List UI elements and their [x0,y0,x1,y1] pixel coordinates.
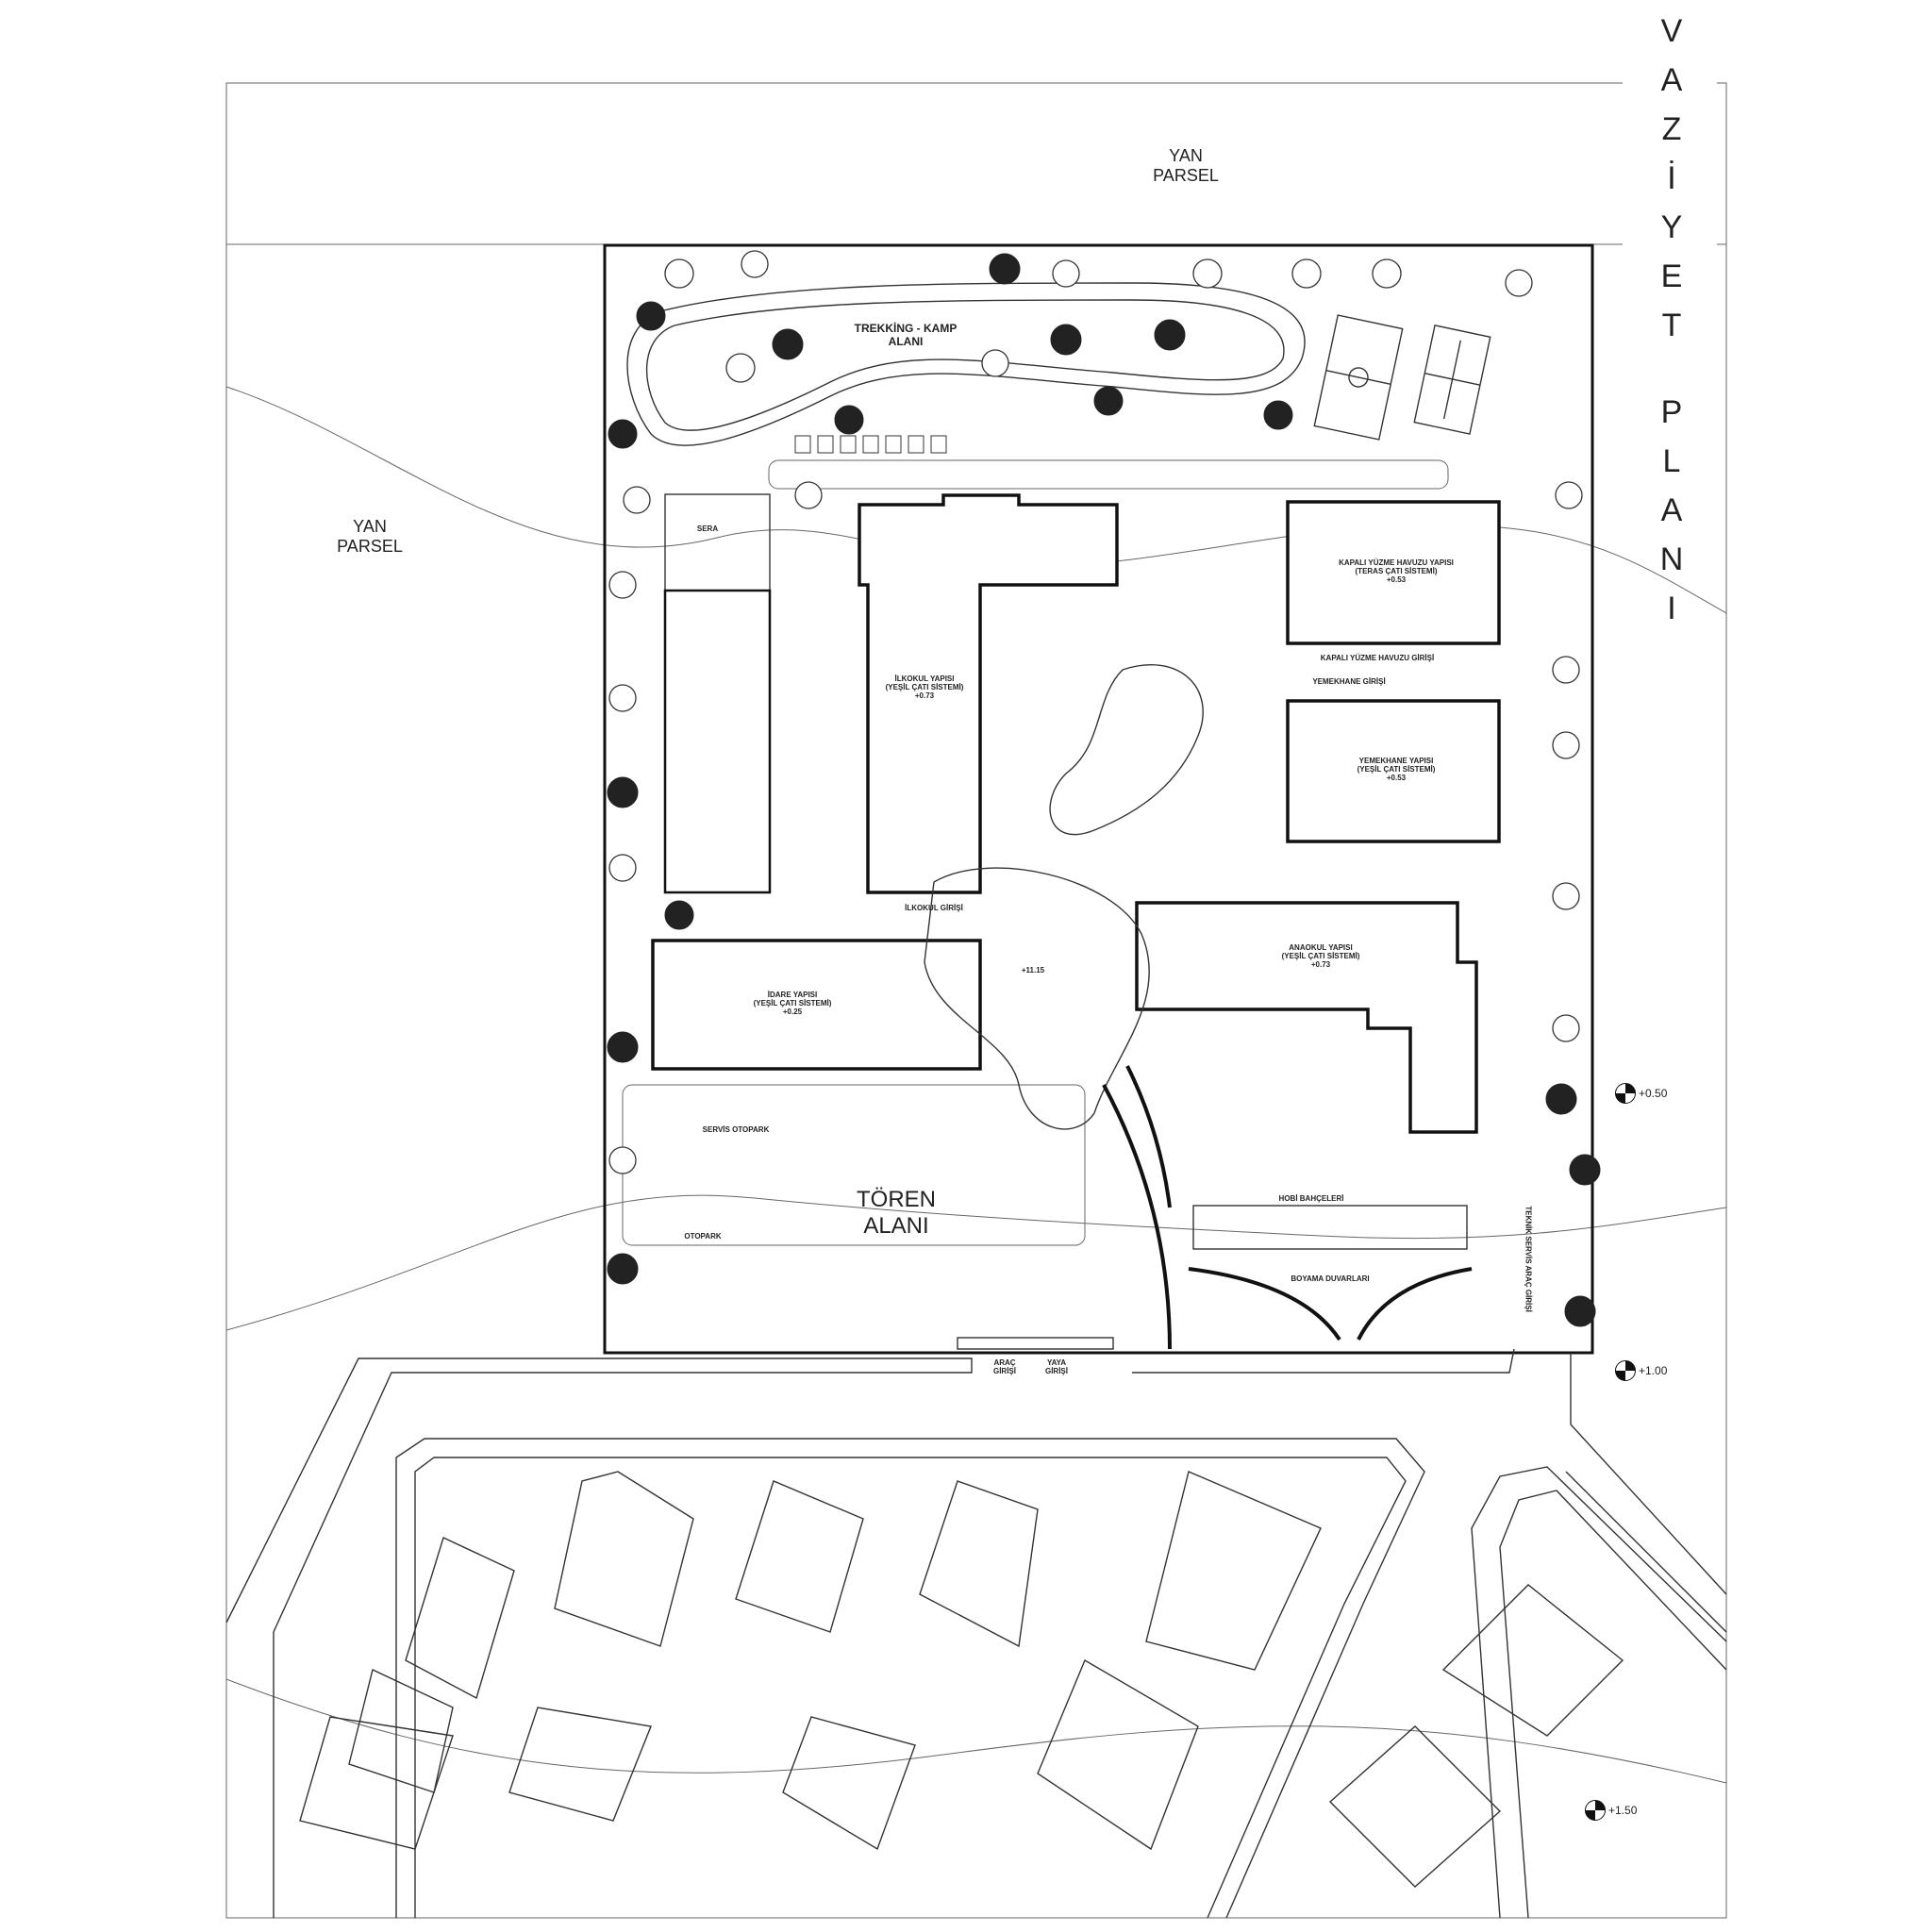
title-letter: I [1667,591,1676,626]
idare-building [651,939,982,1071]
label: YEMEKHANE YAPISI [1358,757,1434,765]
elevation-icon [1615,1360,1636,1381]
label: KAPALI YÜZME HAVUZU YAPISI [1339,558,1454,567]
entrance-gate [957,1337,1114,1350]
camp-tents [794,435,947,454]
label: ANAOKUL YAPISI [1289,943,1353,952]
elevation: +0.73 [1310,960,1331,970]
dining-entrance-label: YEMEKHANE GİRİŞİ [1312,677,1386,686]
trekking-path [626,282,1306,446]
anaokul-building [1135,901,1478,1134]
drawing-title: V A Z İ Y E T P L A N I [1653,13,1690,640]
title-letter: L [1662,443,1681,479]
title-letter: P [1660,394,1683,430]
contour-line [225,1678,1727,1784]
label: TÖREN [857,1187,936,1212]
title-letter: İ [1667,160,1676,196]
label: (YEŞİL ÇATI SİSTEMİ) [1357,765,1436,774]
ilkokul-label: İLKOKUL YAPISI (YEŞİL ÇATI SİSTEMİ) +0.7… [868,675,981,701]
title-letter: A [1660,492,1683,528]
plaza-outline [924,867,1150,1130]
painting-walls-label: BOYAMA DUVARLARI [1291,1274,1370,1283]
pedestrian-entrance-label: YAYA GİRİŞİ [1044,1358,1068,1376]
title-letter: Z [1661,111,1682,147]
neighbor-parcel-top: YAN PARSEL [1139,146,1233,185]
title-letter: V [1660,13,1683,49]
school-entrance-label: İLKOKUL GİRİŞİ [905,904,963,912]
yemekhane-label: YEMEKHANE YAPISI (YEŞİL ÇATI SİSTEMİ) +0… [1311,757,1481,783]
title-letter: Y [1660,209,1683,245]
title-letter: E [1660,258,1683,294]
label: İLKOKUL YAPISI [894,675,955,683]
walkway [768,459,1449,490]
service-parking-label: SERVİS OTOPARK [702,1125,770,1134]
hobby-gardens-label: HOBİ BAHÇELERİ [1278,1194,1344,1203]
elevation-marker: +0.50 [1615,1083,1667,1104]
elevation-icon [1585,1800,1606,1821]
hobby-garden-plots [663,589,772,894]
pool-label: KAPALI YÜZME HAVUZU YAPISI (TERAS ÇATI S… [1302,558,1491,585]
road-edge [1132,1348,1727,1633]
elevation-value: +1.00 [1639,1364,1668,1377]
trees [607,250,1601,1327]
pool-entrance-label: KAPALI YÜZME HAVUZU GİRİŞİ [1320,654,1435,662]
residential-blocks [299,1471,1624,1888]
elevation-marker: +1.50 [1585,1800,1637,1821]
label: ALANI [888,334,924,348]
sera-building [664,493,771,591]
road-east [1471,1466,1727,1919]
road-edge [225,1357,973,1918]
curved-walls [1102,1065,1172,1350]
ceremony-area-label: TÖREN ALANI [830,1187,962,1239]
title-letter: T [1661,308,1682,343]
plaza-elevation: +11.15 [1021,966,1045,974]
painting-walls [1188,1267,1473,1341]
label: YAN [353,517,387,536]
elevation-value: +0.50 [1639,1087,1668,1100]
yemekhane-building [1286,699,1501,843]
ecological-pond [1049,664,1204,836]
idare-label: İDARE YAPISI (YEŞİL ÇATI SİSTEMİ) +0.25 [726,991,858,1017]
elevation-marker: +1.00 [1615,1360,1667,1381]
title-mask [1623,0,1717,679]
title-letter: A [1660,62,1683,98]
tennis-court [1413,325,1491,435]
label: ALANI [863,1212,929,1239]
ilkokul-building [858,493,1119,894]
label: İDARE YAPISI [767,991,818,999]
trekking-path-inner [645,299,1285,431]
anaokul-label: ANAOKUL YAPISI (YEŞİL ÇATI SİSTEMİ) +0.7… [1255,943,1387,970]
drawing-frame [225,82,1727,1919]
label: (TERAS ÇATI SİSTEMİ) [1355,567,1438,576]
elevation-icon [1615,1083,1636,1104]
elevation: +0.25 [782,1008,803,1017]
basketball-court [1313,314,1404,441]
elevation: +0.73 [914,691,935,701]
label: (YEŞİL ÇATI SİSTEMİ) [885,683,964,692]
label: (YEŞİL ÇATI SİSTEMİ) [1281,952,1360,961]
hobby-gardens [1192,1205,1468,1250]
neighbor-parcel-left: YAN PARSEL [323,517,417,556]
title-letter: N [1659,541,1684,577]
label: PARSEL [337,536,403,556]
label: (YEŞİL ÇATI SİSTEMİ) [753,999,832,1008]
road-loop [395,1438,1425,1919]
label: YAN [1169,146,1203,165]
trekking-label: TREKKİNG - KAMP ALANI [830,322,981,349]
parking-label: OTOPARK [684,1232,722,1241]
site-boundary [603,243,1594,1355]
label: PARSEL [1153,165,1219,185]
elevation: +0.53 [1386,575,1407,585]
service-road-label: TEKNİK SERVİS ARAÇ GİRİŞİ [1524,1206,1533,1312]
sera-label: SERA [696,525,719,533]
label: TREKKİNG - KAMP [854,322,958,335]
vehicle-entrance-label: ARAÇ GİRİŞİ [992,1358,1016,1376]
swimming-pool-building [1286,500,1501,645]
elevation: +0.53 [1386,774,1407,783]
elevation-value: +1.50 [1608,1804,1638,1817]
contour-line [225,1194,1727,1331]
